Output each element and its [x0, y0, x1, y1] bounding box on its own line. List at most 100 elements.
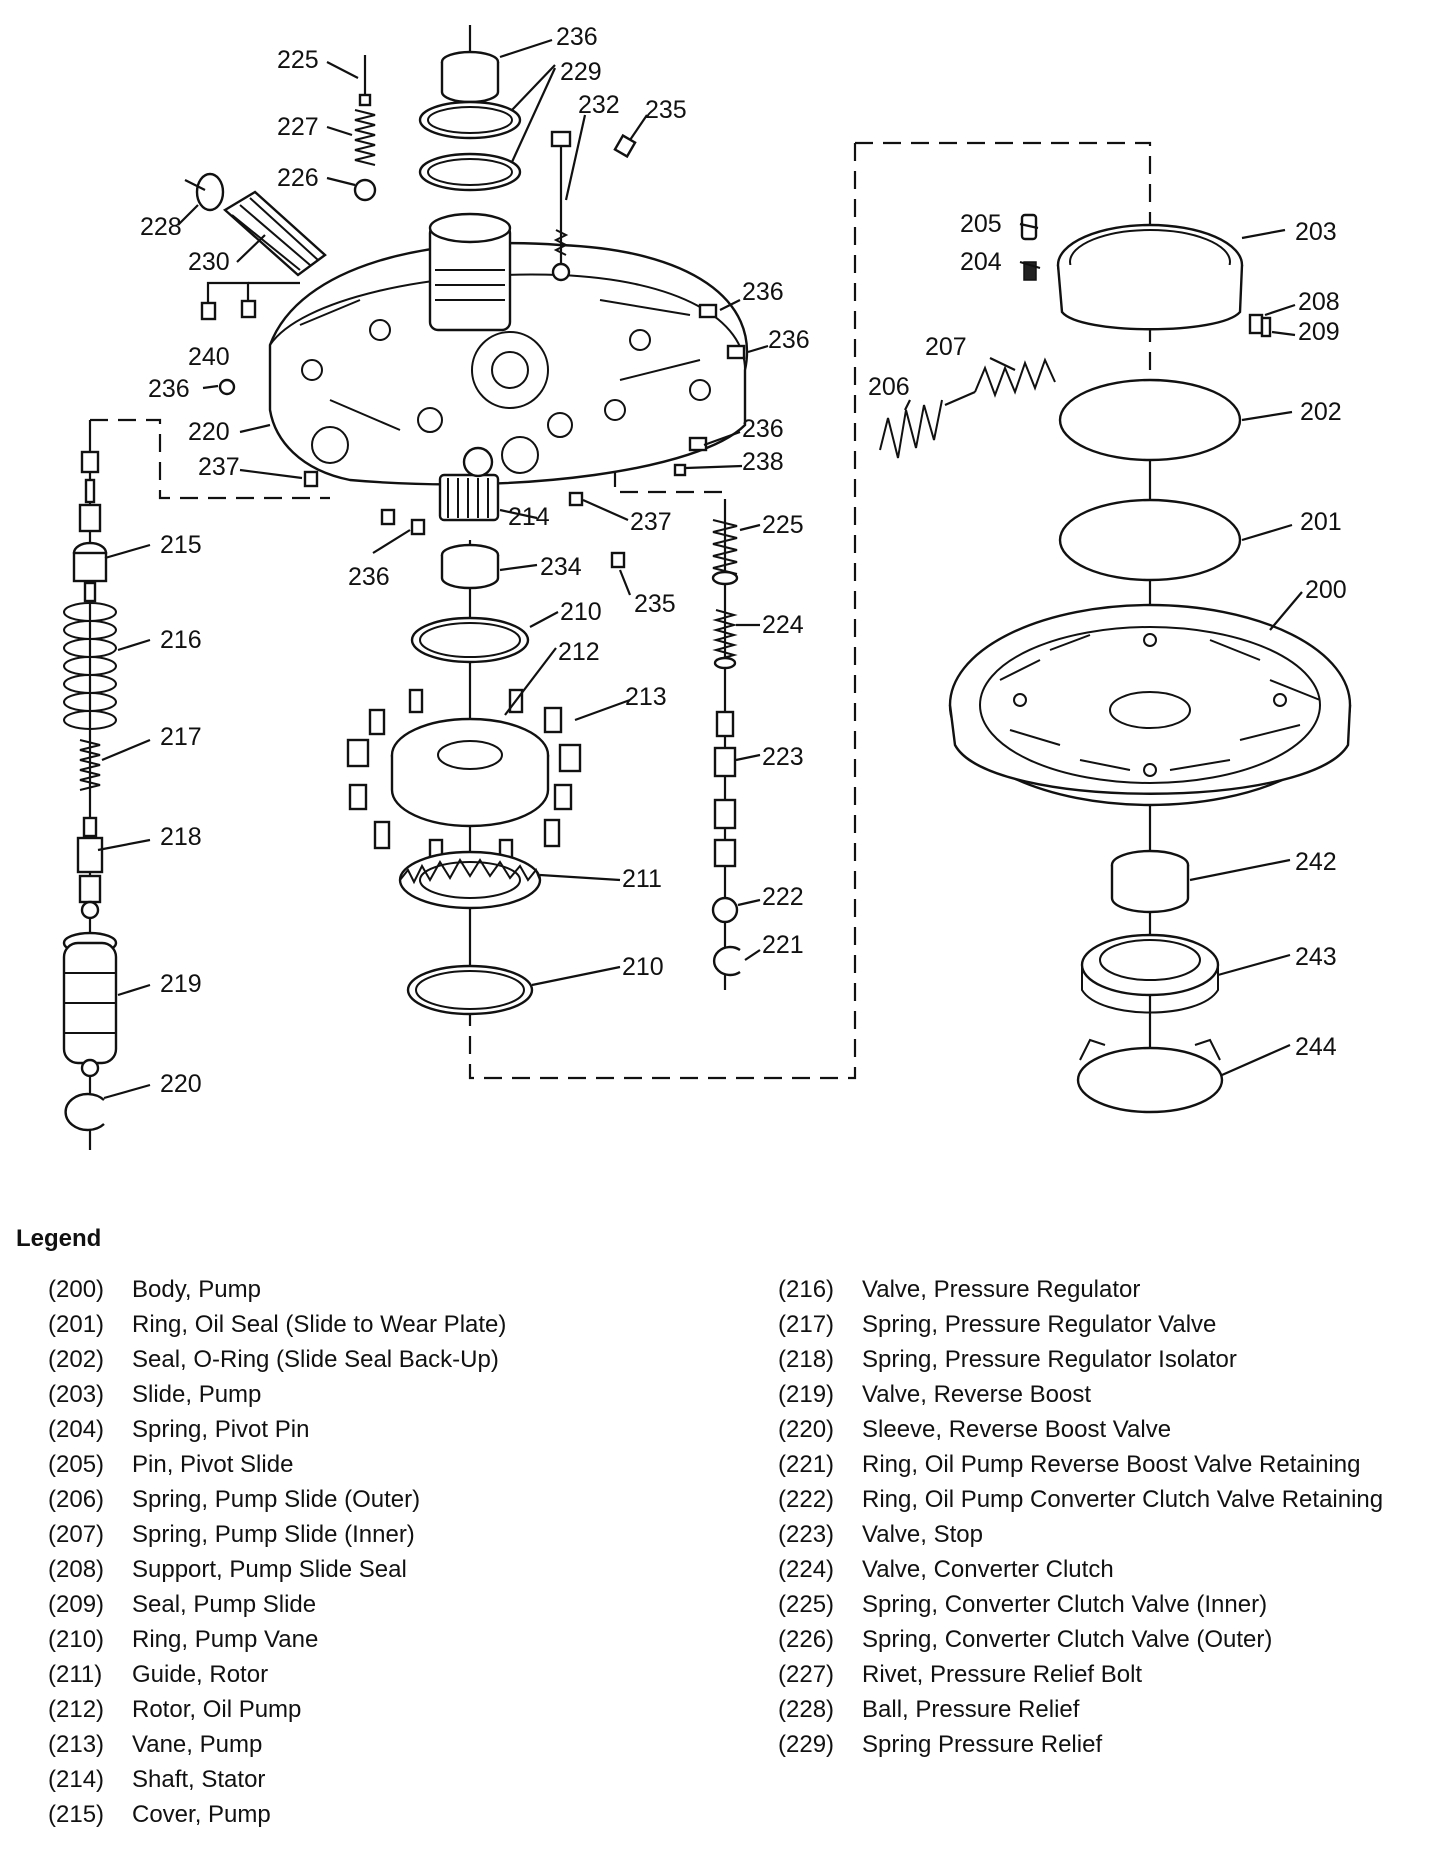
callout: 234 [540, 553, 582, 581]
legend-item: (218) Spring, Pressure Regulator Isolator [778, 1345, 1428, 1374]
legend-item: (206) Spring, Pump Slide (Outer) [48, 1485, 748, 1514]
legend-number: (218) [778, 1346, 835, 1373]
legend-description: Guide, Rotor [132, 1661, 269, 1688]
legend-number: (212) [48, 1696, 105, 1723]
legend-description: Valve, Pressure Regulator [862, 1276, 1141, 1303]
callout: 236 [742, 415, 784, 443]
legend-number: (202) [48, 1346, 105, 1373]
legend-number: (214) [48, 1766, 105, 1793]
callout: 202 [1300, 398, 1342, 426]
legend-number: (203) [48, 1381, 105, 1408]
leader-lines [97, 38, 1303, 1100]
callout: 244 [1295, 1033, 1337, 1061]
exploded-pump-diagram: 236 229 232 235 225 227 226 228 230 236 … [62, 23, 1352, 1150]
callout: 225 [762, 511, 804, 539]
legend-item: (213)Vane, Pump [48, 1730, 748, 1759]
callout: 206 [868, 373, 910, 401]
legend-number: (225) [778, 1591, 835, 1618]
legend-item: (203) Slide, Pump [48, 1380, 748, 1409]
legend-description: Pin, Pivot Slide [132, 1451, 294, 1478]
legend-item: (207) Spring, Pump Slide (Inner) [48, 1520, 748, 1549]
callout: 222 [762, 883, 804, 911]
legend-item: (210)Ring, Pump Vane [48, 1625, 748, 1654]
legend-item: (221)Ring, Oil Pump Reverse Boost Valve … [778, 1450, 1428, 1479]
callout: 236 [768, 326, 810, 354]
callout: 242 [1295, 848, 1337, 876]
legend-item: (226)Spring, Converter Clutch Valve (Out… [778, 1625, 1428, 1654]
callout: 223 [762, 743, 804, 771]
legend-item: (229)Spring Pressure Relief [778, 1730, 1428, 1759]
legend-item: (224)Valve, Converter Clutch [778, 1555, 1428, 1584]
legend-number: (210) [48, 1626, 105, 1653]
legend-number: (208) [48, 1556, 105, 1583]
assembly-dash-lines [88, 25, 1152, 1150]
center-valve-stack [711, 519, 741, 977]
legend-description: Seal, O-Ring (Slide Seal Back-Up) [132, 1346, 499, 1373]
callout: 208 [1298, 288, 1340, 316]
legend-item: (200)Body, Pump [48, 1275, 748, 1304]
legend-number: (200) [48, 1276, 105, 1303]
legend-description: Valve, Converter Clutch [862, 1556, 1114, 1583]
callout: 225 [277, 46, 319, 74]
legend-description: Ring, Oil Seal (Slide to Wear Plate) [132, 1311, 507, 1338]
legend-description: Spring, Pump Slide (Inner) [132, 1521, 415, 1548]
legend-number: (219) [778, 1381, 835, 1408]
legend-item: (209)Seal, Pump Slide [48, 1590, 748, 1619]
callout: 224 [762, 611, 804, 639]
callout: 226 [277, 164, 319, 192]
legend-number: (206) [48, 1486, 105, 1513]
callout: 207 [925, 333, 967, 361]
callout: 210 [622, 953, 664, 981]
legend-number: (223) [778, 1521, 835, 1548]
legend-item: (204)Spring, Pivot Pin [48, 1415, 748, 1444]
legend-number: (222) [778, 1486, 835, 1513]
legend-description: Spring, Converter Clutch Valve (Inner) [862, 1591, 1268, 1618]
legend-description: Valve, Reverse Boost [862, 1381, 1091, 1408]
callout: 243 [1295, 943, 1337, 971]
legend-description: Spring, Pump Slide (Outer) [132, 1486, 421, 1513]
legend-number: (221) [778, 1451, 835, 1478]
legend-number: (217) [778, 1311, 835, 1338]
legend-item: (202) Seal, O-Ring (Slide Seal Back-Up) [48, 1345, 748, 1374]
callout: 213 [625, 683, 667, 711]
callout: 237 [198, 453, 240, 481]
legend-title: Legend [16, 1225, 102, 1252]
callout: 205 [960, 210, 1002, 238]
legend-description: Vane, Pump [132, 1731, 263, 1758]
callout: 220 [160, 1070, 202, 1098]
callout: 230 [188, 248, 230, 276]
legend-description: Sleeve, Reverse Boost Valve [862, 1416, 1172, 1443]
legend-item: (227) Rivet, Pressure Relief Bolt [778, 1660, 1428, 1689]
legend-number: (201) [48, 1311, 105, 1338]
legend-item: (214) Shaft, Stator [48, 1765, 748, 1794]
legend-item: (215)Cover, Pump [48, 1800, 748, 1829]
legend-number: (226) [778, 1626, 835, 1653]
legend-description: Slide, Pump [132, 1381, 262, 1408]
callout: 237 [630, 508, 672, 536]
rotor-stack [346, 543, 582, 1016]
legend-description: Shaft, Stator [132, 1766, 266, 1793]
legend-number: (220) [778, 1416, 835, 1443]
legend-description: Rivet, Pressure Relief Bolt [862, 1661, 1143, 1688]
legend-item: (222)Ring, Oil Pump Converter Clutch Val… [778, 1485, 1428, 1514]
legend-item: (216)Valve, Pressure Regulator [778, 1275, 1428, 1304]
legend-description: Rotor, Oil Pump [132, 1696, 302, 1723]
callout: 236 [742, 278, 784, 306]
legend-item: (211)Guide, Rotor [48, 1660, 748, 1689]
callout: 236 [148, 375, 190, 403]
legend-item: (205)Pin, Pivot Slide [48, 1450, 748, 1479]
callout: 227 [277, 113, 319, 141]
legend-number: (209) [48, 1591, 105, 1618]
callout: 240 [188, 343, 230, 371]
callout-labels: 236 229 232 235 225 227 226 228 230 236 … [140, 23, 1347, 1098]
legend-number: (227) [778, 1661, 835, 1688]
callout: 232 [578, 91, 620, 119]
callout: 236 [556, 23, 598, 51]
legend-number: (207) [48, 1521, 105, 1548]
legend-description: Spring, Pressure Regulator Isolator [862, 1346, 1237, 1373]
legend-description: Valve, Stop [862, 1521, 983, 1548]
legend-item: (220) Sleeve, Reverse Boost Valve [778, 1415, 1428, 1444]
legend-description: Cover, Pump [132, 1801, 271, 1828]
callout: 228 [140, 213, 182, 241]
legend-number: (229) [778, 1731, 835, 1758]
